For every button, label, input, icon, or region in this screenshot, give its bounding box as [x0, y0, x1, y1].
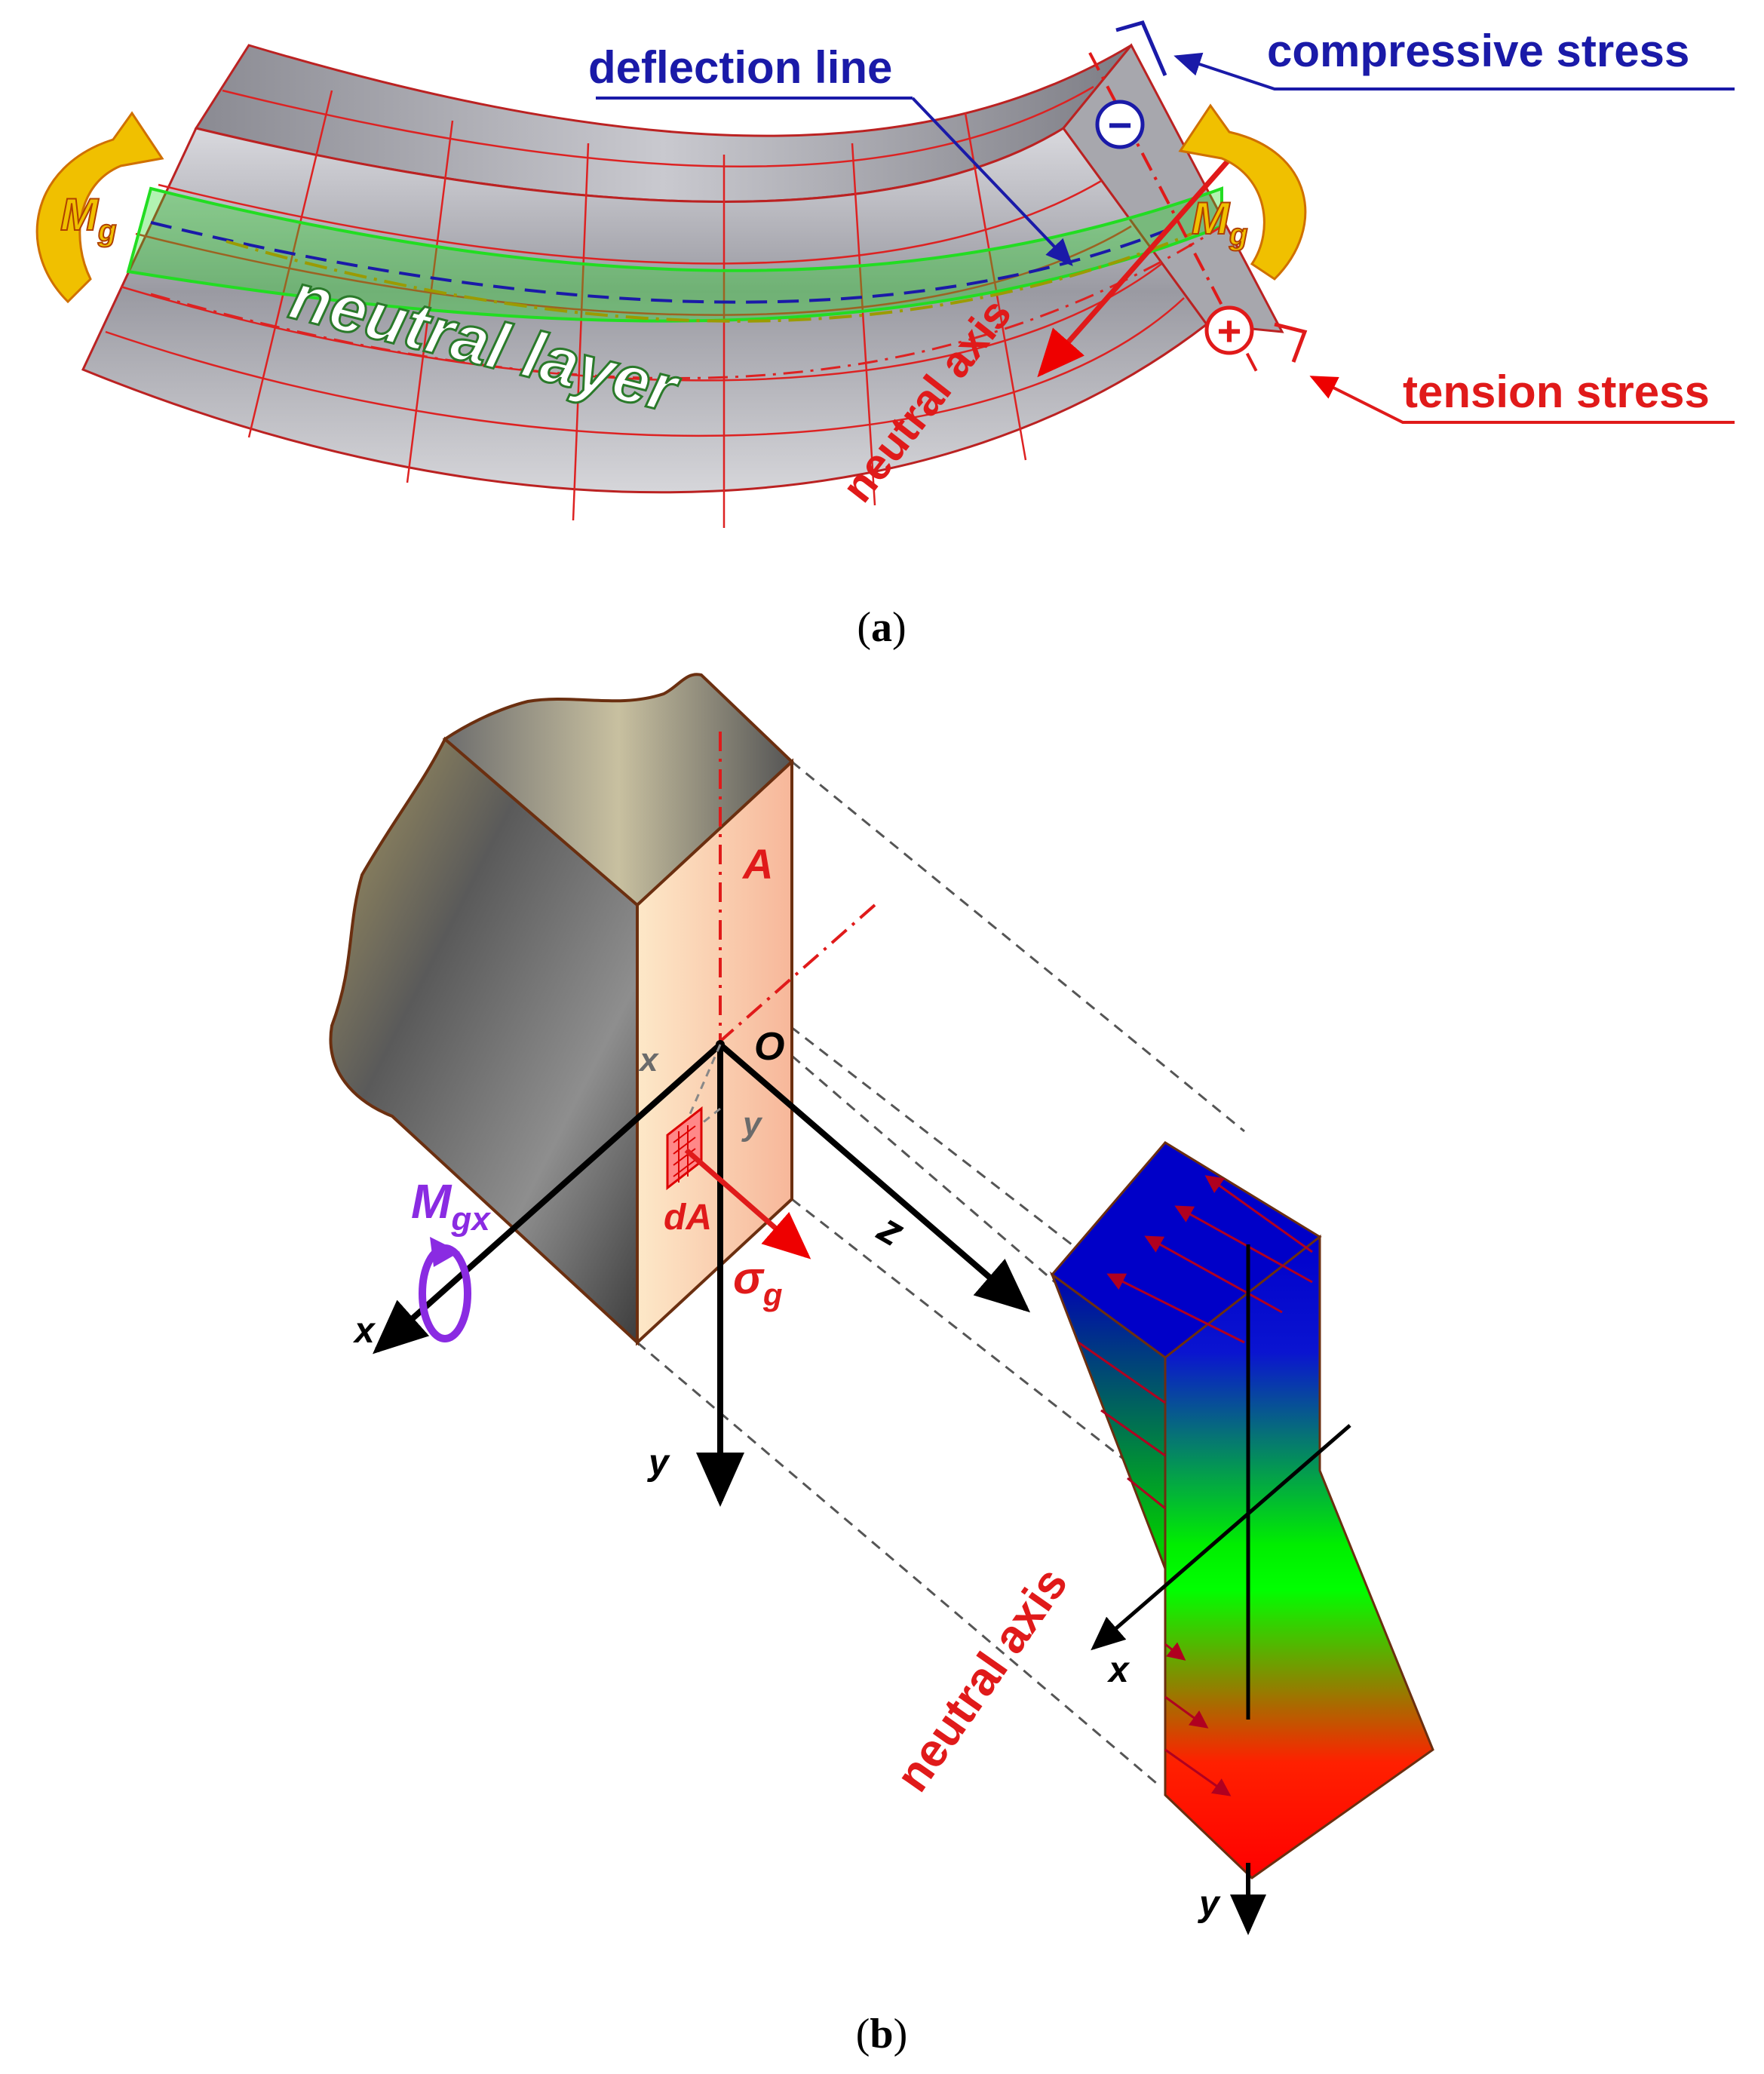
x-offset-label: x: [638, 1042, 659, 1078]
moment-label-left: Mg: [60, 189, 116, 247]
metal-block-body: [329, 736, 639, 1346]
moment-arrow-left: Mg: [35, 111, 164, 304]
deflection-line-leader: [911, 97, 1073, 266]
area-label: A: [741, 840, 773, 888]
z-axis-arrow: [718, 1042, 1031, 1313]
sigma-label: σg: [733, 1253, 782, 1312]
y-offset-label: y: [741, 1106, 763, 1143]
x-axis-arrow: [373, 1042, 722, 1355]
dA-label: dA: [664, 1198, 712, 1238]
z-axis-label: z: [870, 1203, 913, 1255]
neutral-axis-arrow: [1037, 149, 1239, 378]
x-right-label: x: [1106, 1650, 1130, 1690]
moment-arrow-right: Mg: [1178, 103, 1307, 281]
panel-a: neutral layer deflection line compressiv…: [35, 20, 1735, 651]
compressive-stress-leader: [1173, 52, 1735, 91]
stress-block-neutral-axis: [1091, 1424, 1351, 1651]
neutral-axis-label-b: neutral axis: [886, 1558, 1078, 1801]
plus-sign-circle: [1204, 305, 1254, 355]
origin-label: O: [754, 1025, 784, 1069]
caption-a: (a): [857, 604, 906, 651]
mgx-moment-arrow: [419, 1237, 471, 1342]
mgx-label: Mgx: [411, 1174, 491, 1238]
tension-bracket: [1274, 322, 1308, 363]
stress-arrows: [1078, 1175, 1313, 1796]
tension-stress-leader: [1309, 376, 1735, 424]
section-diagonal-axis: [715, 904, 876, 1046]
metal-block-top: [442, 673, 794, 907]
area-element: [666, 1106, 703, 1191]
compressive-stress-label: compressive stress: [1267, 26, 1689, 76]
x-axis-label: x: [352, 1311, 376, 1351]
sigma-arrow: [684, 1148, 811, 1259]
panel-b: A O z x y x y dA σg Mgx: [329, 673, 1434, 2057]
beam-grid-cross: [247, 90, 1027, 528]
stress-block-side: [1164, 1234, 1434, 1879]
caption-b: (b): [856, 2011, 907, 2057]
y-right-label: y: [1198, 1884, 1221, 1924]
y-axis-label: y: [647, 1443, 670, 1483]
neutral-layer-lower-line: [150, 225, 1223, 380]
neutral-layer-centerline: [225, 232, 1192, 323]
plus-sign: +: [1217, 307, 1242, 354]
beam-grid: [105, 85, 1185, 437]
deflection-line-label: deflection line: [588, 42, 892, 93]
compressive-bracket: [1115, 20, 1167, 76]
minus-sign: −: [1108, 101, 1133, 149]
tension-stress-label: tension stress: [1403, 367, 1710, 417]
minus-sign-circle: [1095, 100, 1145, 149]
x-offset-guide: [681, 1044, 722, 1132]
moment-label-right: Mg: [1192, 193, 1247, 251]
